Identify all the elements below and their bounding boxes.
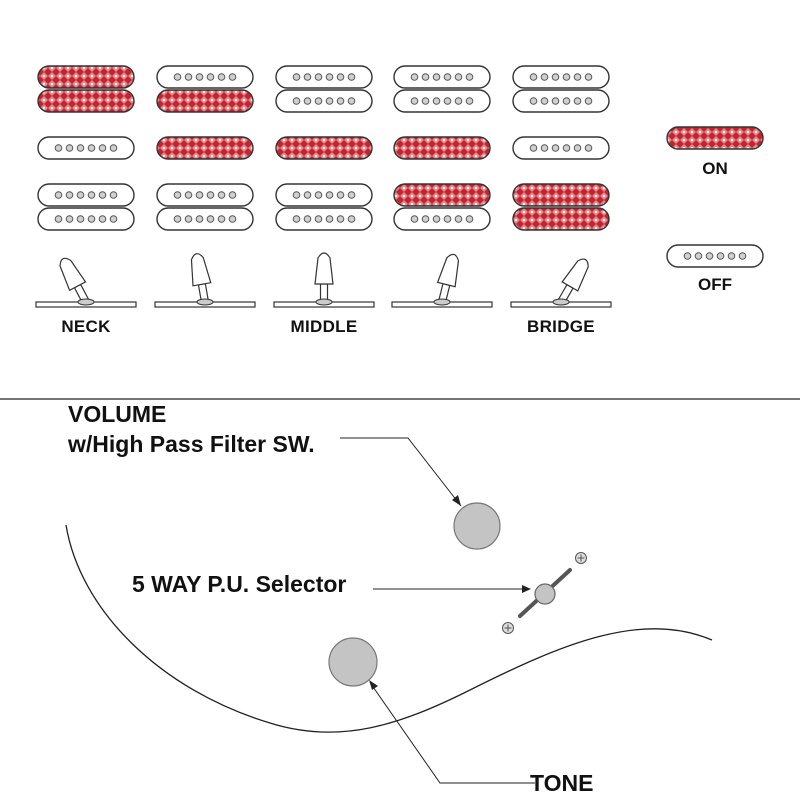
pickup-coil-off	[156, 65, 254, 89]
switch-position-2	[154, 65, 256, 308]
legend-off-pickup	[666, 244, 764, 268]
middle-single-coil	[37, 136, 135, 160]
middle-single-coil	[393, 136, 491, 160]
pickup-coil-off	[393, 207, 491, 231]
pickup-coil-off	[37, 207, 135, 231]
pickup-coil-on	[393, 136, 491, 160]
position-label: NECK	[61, 317, 111, 336]
volume-arrowhead	[452, 495, 461, 506]
neck-humbucker	[512, 65, 610, 113]
pickup-coil-off	[393, 65, 491, 89]
selector-lever-middle	[273, 252, 375, 308]
bridge-humbucker	[156, 183, 254, 231]
middle-single-coil	[156, 136, 254, 160]
legend: ON OFF	[666, 126, 764, 294]
pickup-coil-on	[156, 89, 254, 113]
selector-lever-bridge	[510, 258, 612, 308]
volume-label: VOLUME	[68, 401, 166, 427]
legend-on-pickup	[666, 126, 764, 150]
selector-tip	[534, 583, 556, 605]
volume-callout-line	[340, 437, 462, 507]
pickup-coil-off	[512, 136, 610, 160]
bridge-humbucker	[275, 183, 373, 231]
volume-sublabel: w/High Pass Filter SW.	[67, 431, 315, 457]
pickup-coil-off	[37, 136, 135, 160]
bridge-humbucker	[512, 183, 610, 231]
neck-humbucker	[275, 65, 373, 113]
switch-position-1: NECK	[35, 65, 137, 336]
bridge-humbucker	[37, 183, 135, 231]
selector-lever-middle-bridge	[391, 253, 493, 308]
selector-label: 5 WAY P.U. Selector	[132, 571, 346, 597]
pickup-coil-on	[512, 207, 610, 231]
switch-chart: NECK MIDDLE BRIDGE	[35, 65, 612, 336]
selector-lever-neck	[35, 257, 137, 308]
pickup-coil-off	[275, 183, 373, 207]
pickup-coil-off	[393, 89, 491, 113]
position-label: BRIDGE	[527, 317, 595, 336]
pickup-coil-on	[37, 89, 135, 113]
screw-icon	[502, 622, 514, 634]
selector-lever-neck-middle	[154, 253, 256, 308]
pickup-coil-off	[156, 207, 254, 231]
neck-humbucker	[393, 65, 491, 113]
pickup-coil-off	[512, 89, 610, 113]
switch-position-3: MIDDLE	[273, 65, 375, 336]
position-label: MIDDLE	[291, 317, 358, 336]
pickup-selector	[502, 552, 587, 634]
pickup-coil-off	[275, 207, 373, 231]
screw-icon	[575, 552, 587, 564]
pickup-coil-off	[275, 65, 373, 89]
neck-humbucker	[37, 65, 135, 113]
neck-humbucker	[156, 65, 254, 113]
tone-callout-line	[370, 683, 535, 784]
pickup-coil-off	[275, 89, 373, 113]
pickup-coil-on	[393, 183, 491, 207]
legend-on-label: ON	[702, 159, 728, 178]
tone-label: TONE	[530, 770, 593, 796]
switch-position-4	[391, 65, 493, 308]
pickup-coil-on	[156, 136, 254, 160]
pickup-coil-on	[37, 65, 135, 89]
pickup-coil-on	[666, 126, 764, 150]
pickup-coil-off	[37, 183, 135, 207]
guitar-body-outline	[65, 524, 713, 733]
switch-position-5: BRIDGE	[510, 65, 612, 336]
pickup-coil-off	[156, 183, 254, 207]
pickup-coil-on	[512, 183, 610, 207]
pickup-coil-off	[666, 244, 764, 268]
legend-off-label: OFF	[698, 275, 732, 294]
tone-arrowhead	[369, 680, 378, 690]
bridge-humbucker	[393, 183, 491, 231]
tone-knob	[328, 637, 378, 687]
middle-single-coil	[512, 136, 610, 160]
pickup-coil-off	[512, 65, 610, 89]
volume-knob	[453, 502, 501, 550]
pickup-coil-on	[275, 136, 373, 160]
selector-arrowhead	[522, 585, 531, 593]
middle-single-coil	[275, 136, 373, 160]
